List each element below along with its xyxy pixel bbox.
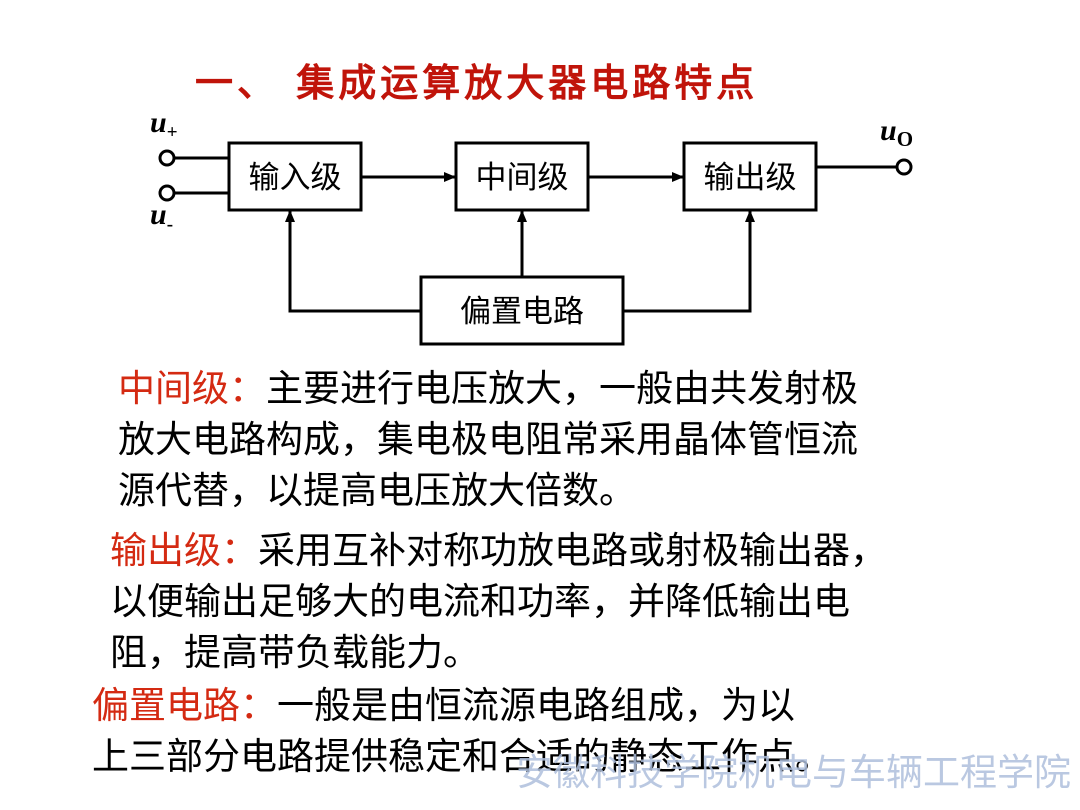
paragraph-line: 上三部分电路提供稳定和合适的静态工作点。 — [92, 735, 832, 778]
output-terminal — [895, 158, 913, 176]
paragraph-line: 以便输出足够大的电流和功率，并降低输出电 — [110, 580, 850, 623]
paragraph-line: 源代替，以提高电压放大倍数。 — [118, 469, 636, 512]
arrow-bias-to-input — [285, 210, 421, 313]
paragraph-middle-stage: 中间级：主要进行电压放大，一般由共发射极 放大电路构成，集电极电阻常采用晶体管恒… — [118, 363, 858, 516]
paragraph-line: 阻，提高带负载能力。 — [110, 631, 480, 674]
paragraph-line: 主要进行电压放大，一般由共发射极 — [266, 367, 858, 410]
block-output-stage — [682, 141, 818, 212]
block-input-stage — [227, 141, 363, 212]
block-label-middle: 中间级 — [476, 160, 569, 196]
block-label-output: 输出级 — [704, 160, 797, 196]
input-plus-terminal — [158, 149, 176, 167]
input-minus-label: u- — [150, 198, 173, 235]
input-plus-label: u+ — [150, 106, 178, 143]
arrow-bias-to-output — [623, 210, 755, 313]
paragraph-output-stage: 输出级：采用互补对称功放电路或射极输出器， 以便输出足够大的电流和功率，并降低输… — [110, 525, 887, 678]
paragraph-head: 中间级： — [118, 367, 266, 410]
paragraph-line: 放大电路构成，集电极电阻常采用晶体管恒流 — [118, 418, 858, 461]
paragraph-head: 偏置电路： — [92, 684, 277, 727]
paragraph-line: 一般是由恒流源电路组成，为以 — [277, 684, 795, 727]
block-label-bias: 偏置电路 — [460, 294, 584, 330]
institution-watermark: 安徽科技学院机电与车辆工程学院 — [516, 751, 1071, 794]
slide-title: 一、 集成运算放大器电路特点 — [195, 60, 759, 105]
paragraph-head: 输出级： — [110, 529, 258, 572]
block-label-input: 输入级 — [249, 160, 342, 196]
paragraph-line: 采用互补对称功放电路或射极输出器， — [258, 529, 887, 572]
paragraph-bias-circuit: 偏置电路：一般是由恒流源电路组成，为以 上三部分电路提供稳定和合适的静态工作点。 — [92, 680, 832, 782]
block-diagram: 输入级 中间级 输出级 偏置电路 u+ u- uO — [150, 106, 913, 346]
output-label: uO — [880, 114, 913, 151]
